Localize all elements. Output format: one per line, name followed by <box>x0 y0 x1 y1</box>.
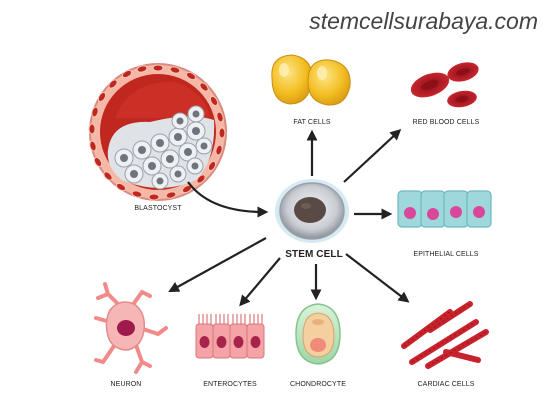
watermark-text: stemcellsurabaya.com <box>309 8 538 34</box>
cardiac-cells-label: CARDIAC CELLS <box>417 381 475 388</box>
stem-cell-illustration <box>275 179 349 243</box>
inner-cell-mass <box>107 105 215 190</box>
chondrocyte-label: CHONDROCYTE <box>290 381 346 388</box>
arrow-blastocyst-to-stem <box>187 181 269 218</box>
blastocyst-label: BLASTOCYST <box>134 205 182 212</box>
arrow-to-red-blood-cells <box>343 129 402 183</box>
stem-cell-label: STEM CELL <box>285 249 343 260</box>
arrow-to-neuron <box>168 237 267 293</box>
blastocyst-outer-ring <box>88 64 226 201</box>
enterocytes-label: ENTEROCYTES <box>203 381 257 388</box>
epithelial-cells-label: EPITHELIAL CELLS <box>413 251 479 258</box>
red-blood-cells-label: RED BLOOD CELLS <box>412 119 480 126</box>
arrow-to-cardiac-cells <box>345 253 410 303</box>
red-blood-cells-illustration <box>410 62 479 108</box>
cardiac-cells-illustration <box>401 301 489 369</box>
blastocyst-illustration <box>88 63 227 201</box>
enterocytes-illustration <box>195 314 265 359</box>
fat-cells-illustration <box>271 54 351 106</box>
chondrocyte-illustration <box>295 303 341 365</box>
neuron-label: NEURON <box>110 381 142 388</box>
neuron-illustration <box>94 282 168 374</box>
fat-cells-label: FAT CELLS <box>293 119 331 126</box>
arrow-to-enterocytes <box>239 257 281 307</box>
epithelial-cells-illustration <box>397 190 492 228</box>
arrows <box>168 129 410 307</box>
